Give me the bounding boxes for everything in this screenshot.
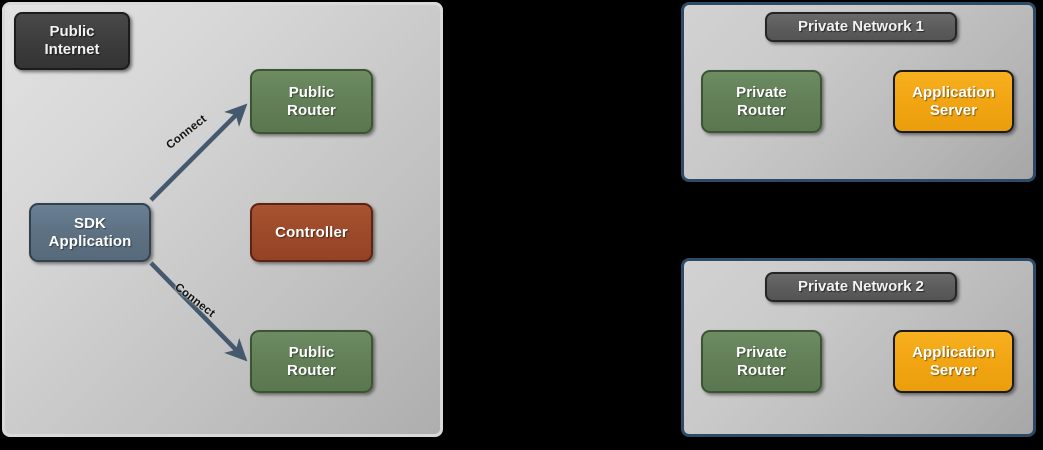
node-controller[interactable]: Controller: [250, 203, 373, 262]
public-internet-label: Public Internet: [14, 12, 130, 70]
node-sdk-application[interactable]: SDK Application: [29, 203, 151, 262]
private-network-1-label: Private Network 1: [765, 12, 957, 42]
node-application-server-2[interactable]: Application Server: [893, 330, 1014, 393]
node-private-router-1[interactable]: Private Router: [701, 70, 822, 133]
node-public-router-bottom[interactable]: Public Router: [250, 330, 373, 393]
node-public-router-top[interactable]: Public Router: [250, 69, 373, 134]
node-application-server-1[interactable]: Application Server: [893, 70, 1014, 133]
private-network-2-label: Private Network 2: [765, 272, 957, 302]
node-private-router-2[interactable]: Private Router: [701, 330, 822, 393]
